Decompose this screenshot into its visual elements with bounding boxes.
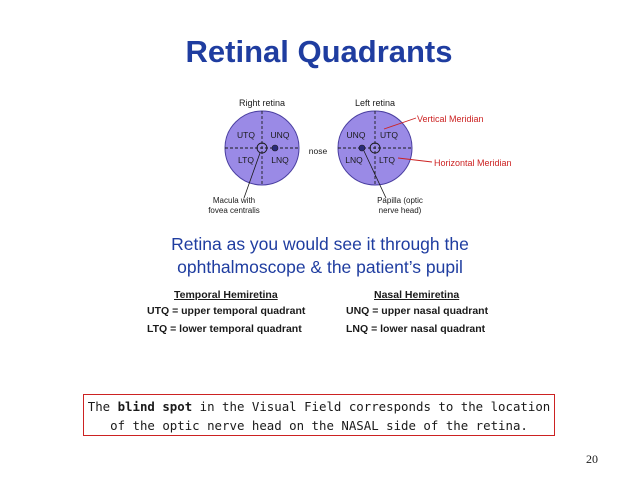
right-macula-marker xyxy=(256,142,268,154)
vertical-meridian-pointer xyxy=(383,117,417,130)
left-macula-marker xyxy=(369,142,381,154)
caption-line1: Retina as you would see it through the xyxy=(171,234,469,254)
vertical-meridian-label: Vertical Meridian xyxy=(417,114,484,124)
horizontal-meridian-pointer xyxy=(397,157,433,163)
papilla-label-line1: Papilla (optic xyxy=(377,196,423,205)
nose-label: nose xyxy=(309,146,328,156)
macula-pointer xyxy=(243,152,261,199)
papilla-label-line2: nerve head) xyxy=(379,206,422,215)
note-part2: in the Visual Field corresponds to the l… xyxy=(110,399,551,433)
right-utq-label: UTQ xyxy=(237,130,255,140)
note-bold: blind spot xyxy=(117,399,193,414)
left-ltq-label: LTQ xyxy=(379,155,395,165)
caption-line2: ophthalmoscope & the patient’s pupil xyxy=(177,257,463,277)
macula-label-line1: Macula with xyxy=(213,196,255,205)
page-number: 20 xyxy=(586,452,598,466)
utq-definition: UTQ = upper temporal quadrant xyxy=(147,305,306,317)
left-unq-label: UNQ xyxy=(347,130,366,140)
left-papilla-marker xyxy=(358,144,366,152)
blind-spot-note: The blind spot in the Visual Field corre… xyxy=(83,394,555,436)
macula-label-line2: fovea centralis xyxy=(208,206,260,215)
lnq-definition: LNQ = lower nasal quadrant xyxy=(346,323,486,335)
slide-title: Retinal Quadrants xyxy=(185,34,453,69)
right-ltq-label: LTQ xyxy=(238,155,254,165)
right-papilla-marker xyxy=(271,144,279,152)
note-part1: The xyxy=(87,399,118,414)
temporal-hemiretina-header: Temporal Hemiretina xyxy=(174,289,278,301)
right-lnq-label: LNQ xyxy=(271,155,289,165)
left-retina-label: Left retina xyxy=(355,98,395,108)
left-lnq-label: LNQ xyxy=(345,155,363,165)
nasal-hemiretina-header: Nasal Hemiretina xyxy=(374,289,460,301)
right-retina-label: Right retina xyxy=(239,98,285,108)
left-utq-label: UTQ xyxy=(380,130,398,140)
caption: Retina as you would see it through the o… xyxy=(120,233,520,279)
unq-definition: UNQ = upper nasal quadrant xyxy=(346,305,489,317)
right-unq-label: UNQ xyxy=(271,130,290,140)
horizontal-meridian-label: Horizontal Meridian xyxy=(434,158,512,168)
ltq-definition: LTQ = lower temporal quadrant xyxy=(147,323,302,335)
papilla-pointer xyxy=(363,150,387,199)
